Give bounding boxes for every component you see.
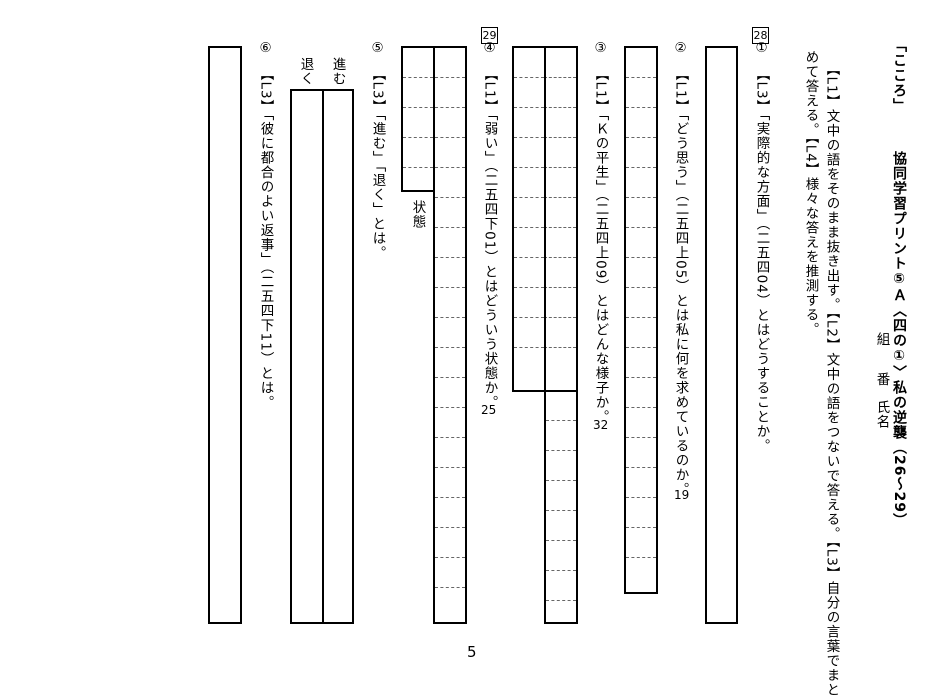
document-title: 「こころ」 協同学習プリント⑤Ａ〈四の①〉私の逆襲（26～29） [891,38,907,528]
question-4-number: ④ [481,40,498,57]
question-5-label-advance: 進む [329,57,346,86]
question-6-number: ⑥ [257,40,274,57]
question-1-number: ① [753,40,770,57]
question-4-answer-box-right[interactable] [433,46,467,624]
question-1-text: 【L3】「実際的な方面」（二五四04）とはどうすることか。 [753,67,770,454]
question-3-answer-box-extension[interactable] [544,390,578,624]
question-3-text: 【L1】「Ｋの平生」（二五四上09）とはどんな様子か。 [592,67,609,425]
question-3-answer-box-right[interactable] [544,46,578,392]
question-3-score: 32 [593,418,609,432]
page-number: 5 [467,643,477,661]
question-4-score: 25 [481,403,497,417]
question-6-answer-box[interactable] [208,46,242,624]
question-4-answer-box-left[interactable] [401,46,435,192]
question-3-answer-box-left[interactable] [512,46,546,392]
question-6-text: 【L3】「彼に都合のよい返事」（二五四下11）とは。 [257,67,274,410]
instructions-line-2: めて答える。【L4】様々な答えを推測する。 [802,50,819,337]
question-5-label-retreat: 退く [297,57,314,86]
question-4-answer-label: 状態 [409,200,426,229]
number-label: 番 [873,372,890,387]
instructions-line-1: 【L1】文中の語をそのまま抜き出す。【L2】文中の語をつないで答える。【L3】自… [823,62,840,697]
question-2-number: ② [672,40,689,57]
question-box-number-28: 28 [752,27,769,44]
name-label: 氏名 [873,400,890,429]
question-1-answer-box[interactable] [705,46,738,624]
question-2-score: 19 [674,488,690,502]
question-5-number: ⑤ [369,40,386,57]
question-2-answer-box[interactable] [624,46,658,594]
question-box-number-29: 29 [481,27,498,44]
question-4-text: 【L1】「弱い」（二五四下01）とはどういう状態か。 [481,67,498,410]
question-5-text: 【L3】「進む」「退く」とは。 [369,67,386,261]
class-label: 組 [873,332,890,347]
question-5-answer-box[interactable] [290,89,354,624]
question-3-number: ③ [592,40,609,57]
question-2-text: 【L1】「どう思う」（二五四上05）とは私に何を求めているのか。 [672,67,689,497]
